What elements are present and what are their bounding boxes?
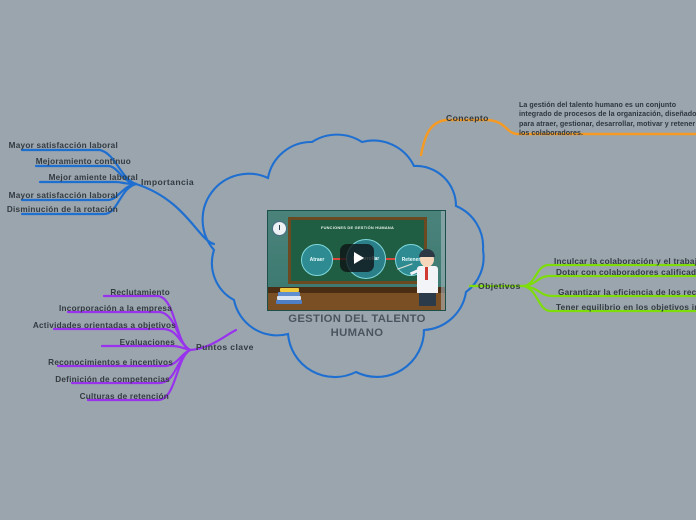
leaf-puntos-6[interactable]: Definición de competencias	[55, 375, 170, 384]
center-video-thumbnail[interactable]: FUNCIONES DE GESTIÓN HUMANA Atraer Desar…	[267, 210, 446, 311]
leaf-importancia-1[interactable]: Mayor satisfacción laboral	[8, 141, 118, 150]
clock-icon	[272, 221, 287, 236]
branch-label-concepto[interactable]: Concepto	[446, 113, 489, 123]
chalkboard-title: FUNCIONES DE GESTIÓN HUMANA	[320, 225, 395, 230]
branch-label-puntos-clave[interactable]: Puntos clave	[196, 342, 254, 352]
center-title-line1: GESTION DEL TALENTO	[288, 313, 426, 325]
books-stack-icon	[276, 288, 302, 304]
leaf-objetivos-4[interactable]: Tener equilibrio en los objetivos indivi…	[556, 303, 696, 312]
video-frame: FUNCIONES DE GESTIÓN HUMANA Atraer Desar…	[267, 210, 446, 311]
teacher-character	[397, 246, 441, 306]
desk	[268, 287, 445, 310]
arrow-connector	[330, 258, 348, 260]
leaf-importancia-2[interactable]: Mejoramiento continuo	[35, 157, 131, 166]
play-icon[interactable]	[340, 244, 374, 272]
leaf-objetivos-3[interactable]: Garantizar la eficiencia de los recursos	[558, 288, 696, 297]
leaf-puntos-5[interactable]: Reconocimientos e incentivos	[48, 358, 173, 367]
branch-label-objetivos[interactable]: Objetivos	[478, 281, 521, 291]
leaf-puntos-4[interactable]: Evaluaciones	[119, 338, 175, 347]
video-right-strip	[441, 211, 445, 310]
leaf-puntos-1[interactable]: Reclutamiento	[110, 288, 170, 297]
leaf-puntos-3[interactable]: Actividades orientadas a objetivos	[32, 321, 176, 330]
circle-atraer: Atraer	[301, 244, 333, 276]
arrow-connector	[383, 258, 397, 260]
leaf-importancia-3[interactable]: Mejor amiente laboral	[48, 173, 138, 182]
center-topic-title: GESTION DEL TALENTO HUMANO	[268, 313, 446, 340]
desk-top	[268, 287, 445, 293]
leaf-objetivos-1[interactable]: Inculcar la colaboración y el trabajo en…	[554, 257, 696, 266]
leaf-importancia-5[interactable]: Disminución de la rotación	[6, 205, 118, 214]
leaf-puntos-7[interactable]: Culturas de retención	[79, 392, 169, 401]
leaf-puntos-2[interactable]: Incorporación a la empresa	[59, 304, 172, 313]
branch-label-importancia[interactable]: Importancia	[141, 177, 195, 187]
leaf-objetivos-2[interactable]: Dotar con colaboradores calificados y mo…	[556, 268, 696, 277]
center-title-line2: HUMANO	[330, 326, 384, 339]
leaf-importancia-4[interactable]: Mayor satisfacción laboral	[8, 191, 118, 200]
leaf-concepto-text[interactable]: La gestión del talento humano es un conj…	[519, 101, 696, 138]
